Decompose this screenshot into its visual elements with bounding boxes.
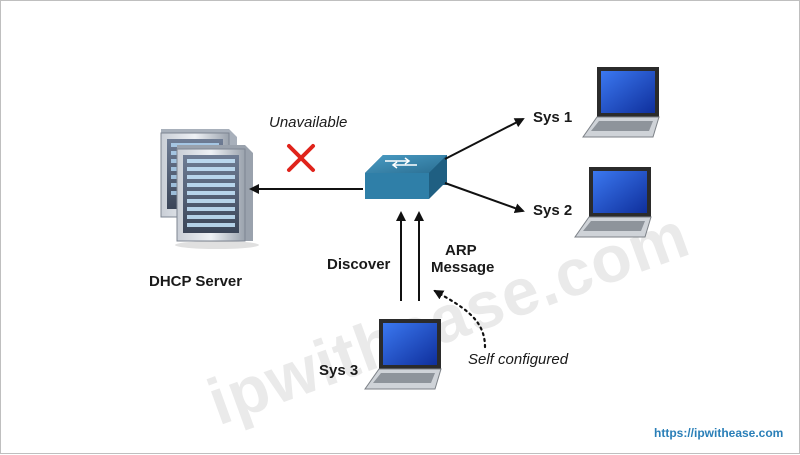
arp-label-line2: Message [431,259,494,276]
self-configured-dotted-arrow [433,289,487,349]
footer-url: https://ipwithease.com [654,426,783,440]
arrow-to-sys2 [444,182,525,214]
sys1-label: Sys 1 [533,109,572,126]
network-switch-icon [365,155,447,199]
discover-label: Discover [327,256,391,273]
arp-label: ARP Message [431,242,494,276]
dhcp-server-label: DHCP Server [149,273,242,290]
arp-label-line1: ARP [445,242,477,259]
laptop-icon [582,67,660,138]
sys2-label: Sys 2 [533,202,572,219]
red-x-icon [287,144,315,172]
laptop-icon [364,319,442,390]
sys3-label: Sys 3 [319,362,358,379]
laptop-icon [574,167,652,238]
server-rack-icon [160,129,259,249]
self-configured-label: Self configured [468,351,569,368]
arrow-to-sys1 [444,118,525,160]
unavailable-label: Unavailable [269,114,347,131]
